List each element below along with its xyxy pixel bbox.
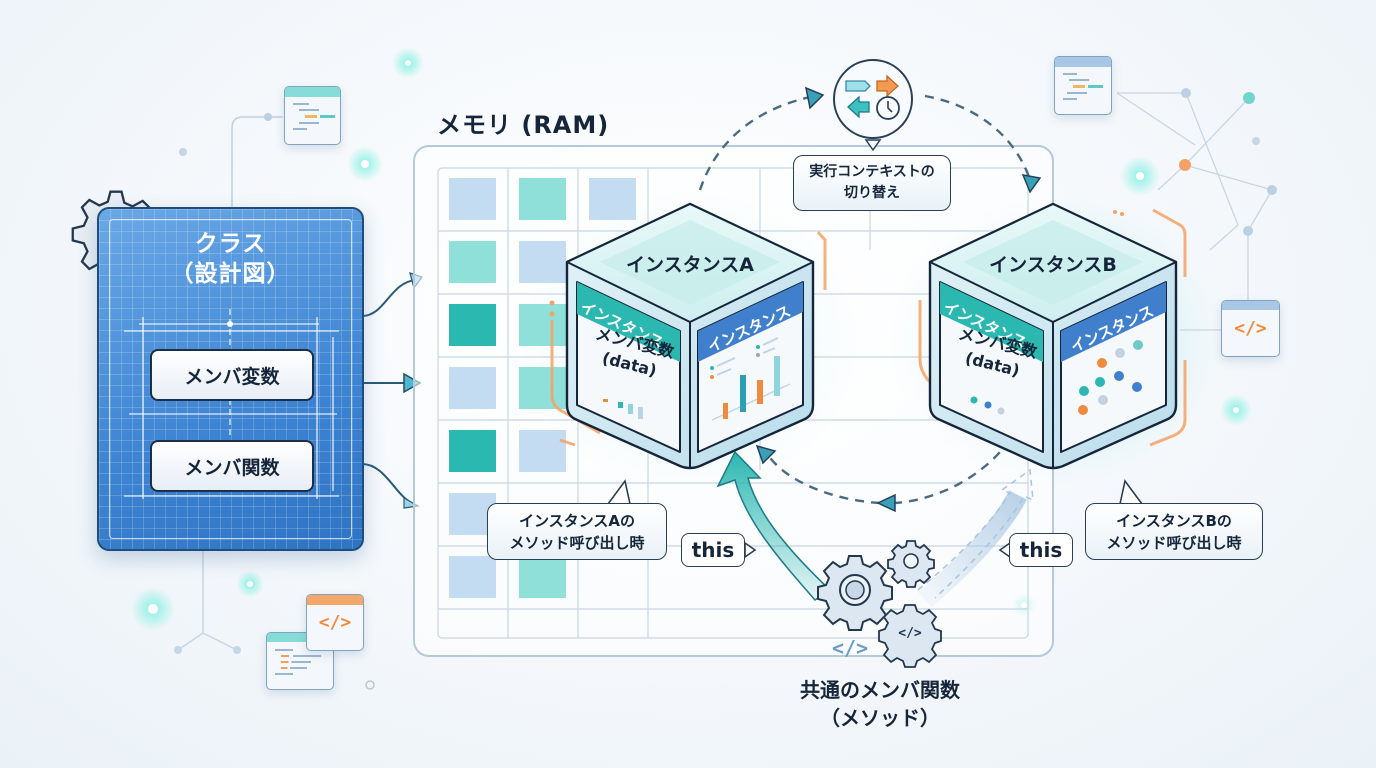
shared-method-line1: 共通のメンバ関数 bbox=[800, 678, 960, 702]
memory-cell bbox=[519, 556, 566, 598]
class-title-line1: クラス bbox=[194, 231, 267, 257]
cycle-arrow-bottom-left bbox=[767, 454, 881, 505]
instance-b-cube bbox=[928, 202, 1178, 470]
member-functions-box: メンバ関数 bbox=[150, 440, 314, 492]
context-switch-line1: 実行コンテキストの bbox=[809, 164, 935, 180]
data-bars-icon bbox=[603, 399, 643, 419]
instance-b-title: インスタンスB bbox=[989, 254, 1117, 276]
class-title: クラス （設計図） bbox=[99, 229, 362, 289]
class-blueprint-card: クラス （設計図） メンバ変数 メンバ関数 bbox=[97, 207, 364, 551]
instance-b-callout-line2: メソッド呼び出し時 bbox=[1106, 534, 1242, 552]
cycle-arrowhead bbox=[1021, 174, 1042, 194]
this-arrow-a bbox=[716, 450, 832, 601]
cycle-arrow-top-left bbox=[698, 94, 816, 191]
memory-cell bbox=[449, 367, 496, 409]
context-switch-callout: 実行コンテキストの 切り替え bbox=[793, 155, 951, 211]
memory-cell bbox=[519, 367, 566, 409]
context-switch-line2: 切り替え bbox=[844, 185, 900, 201]
scatter-dots-icon bbox=[1078, 340, 1143, 415]
code-tag-window-icon: </> bbox=[1221, 300, 1280, 357]
memory-cell bbox=[449, 304, 496, 346]
swap-clock-icon bbox=[833, 59, 913, 139]
gear-icon bbox=[817, 555, 893, 631]
instance-a-callout-line1: インスタンスAの bbox=[518, 512, 635, 530]
this-tag-b: this bbox=[1009, 533, 1073, 567]
code-tag-text: </> bbox=[1234, 318, 1267, 339]
this-tag-a: this bbox=[681, 533, 745, 567]
instance-a-callout: インスタンスAの メソッド呼び出し時 bbox=[487, 503, 667, 560]
memory-cell bbox=[519, 241, 566, 283]
shared-method-line2: （メソッド） bbox=[820, 706, 940, 730]
this-arrow-b bbox=[918, 490, 1027, 608]
cycle-arrow-top-right bbox=[924, 94, 1032, 181]
instance-a-callout-line2: メソッド呼び出し時 bbox=[509, 534, 645, 552]
blueprint-frame bbox=[109, 219, 352, 539]
instance-a-title: インスタンスA bbox=[626, 254, 754, 276]
code-window-icon bbox=[266, 632, 334, 690]
member-variables-box: メンバ変数 bbox=[150, 349, 314, 401]
class-title-line2: （設計図） bbox=[170, 261, 291, 287]
memory-cell bbox=[449, 241, 496, 283]
memory-cell bbox=[519, 178, 566, 220]
instance-b-callout-line1: インスタンスBの bbox=[1116, 512, 1232, 530]
cycle-arrowhead bbox=[876, 493, 896, 513]
memory-cell bbox=[589, 178, 636, 220]
memory-cell bbox=[519, 304, 566, 346]
memory-cell bbox=[449, 556, 496, 598]
instance-b-callout: インスタンスBの メソッド呼び出し時 bbox=[1085, 503, 1263, 560]
instance-a-cube bbox=[565, 202, 815, 470]
code-tag-window-icon: </> bbox=[306, 594, 364, 651]
code-window-icon bbox=[284, 86, 341, 145]
orange-highlight-lines bbox=[550, 208, 1187, 447]
memory-cell bbox=[519, 430, 566, 472]
cycle-arrowhead bbox=[804, 86, 825, 110]
code-tag-text: </> bbox=[318, 612, 352, 633]
memory-title: メモリ (RAM) bbox=[437, 111, 610, 139]
svg-text:</>: </> bbox=[898, 626, 922, 641]
cycle-arrowhead bbox=[755, 444, 777, 465]
gear-icon bbox=[887, 540, 935, 588]
blueprint-dimension-lines bbox=[124, 309, 339, 499]
shared-method-label: 共通のメンバ関数 （メソッド） bbox=[770, 676, 990, 732]
code-icon: </> bbox=[831, 636, 869, 660]
code-window-icon bbox=[1054, 56, 1112, 115]
bar-chart-icon bbox=[710, 337, 791, 421]
data-dots-icon bbox=[970, 396, 1005, 415]
code-gear-icon: </> bbox=[878, 604, 942, 668]
memory-cell bbox=[449, 178, 496, 220]
memory-cell bbox=[449, 430, 496, 472]
cycle-arrow-bottom-right bbox=[894, 439, 1011, 505]
